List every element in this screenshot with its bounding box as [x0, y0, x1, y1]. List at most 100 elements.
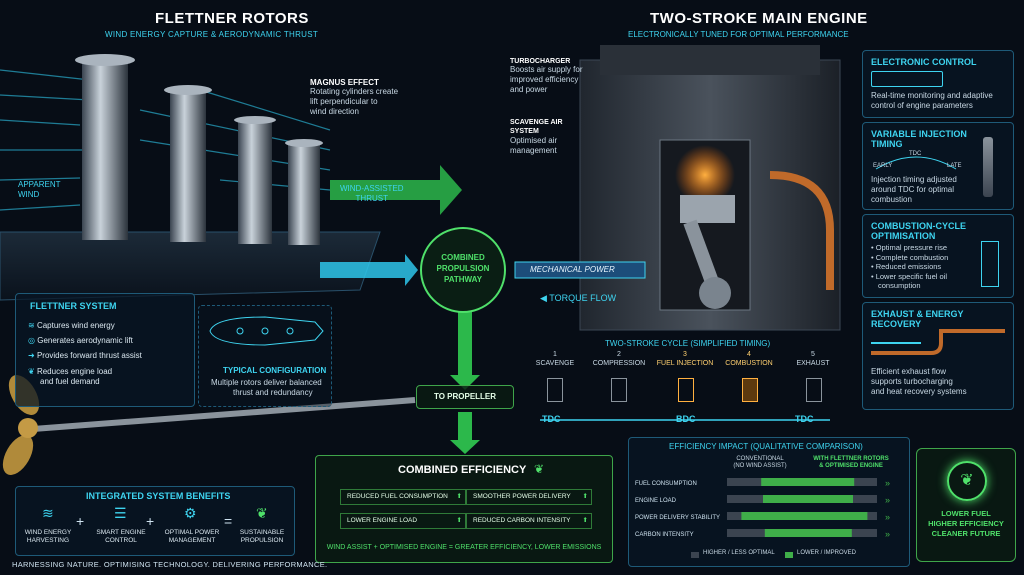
flettner-rotors	[75, 54, 323, 245]
pathway-line-1: COMBINED	[441, 253, 485, 262]
bdc-label: BDC	[676, 414, 696, 424]
step-label: EXHAUST	[796, 360, 830, 367]
ship-outline-icon	[209, 316, 324, 346]
combustion-item-3: Reduced emissions	[875, 262, 942, 271]
piston-icon	[742, 378, 758, 402]
combined-title: COMBINED EFFICIENCY	[398, 464, 527, 476]
apparent-wind-line-2: WIND	[18, 190, 40, 199]
wind-icon: ≋	[28, 321, 35, 330]
display-icon	[871, 71, 943, 87]
benefits-panel: INTEGRATED SYSTEM BENEFITS ≋ ☰ ⚙ ❦ + + =…	[15, 486, 295, 556]
injection-timing-panel: VARIABLE INJECTION TIMING EARLY TDC LATE…	[862, 122, 1014, 210]
apparent-wind-label: APPARENT WIND	[18, 180, 61, 200]
step-number: 1	[553, 351, 557, 358]
early-label: EARLY	[873, 163, 893, 169]
flettner-item-1: Captures wind energy	[36, 321, 115, 330]
legend-lower: LOWER / IMPROVED	[797, 550, 857, 556]
category-label: FUEL CONSUMPTION	[635, 481, 697, 487]
exhaust-line-1: Efficient exhaust flow	[871, 367, 947, 376]
step-number: 4	[747, 351, 751, 358]
right-subtitle: ELECTRONICALLY TUNED FOR OPTIMAL PERFORM…	[628, 30, 849, 39]
piston-icon	[611, 378, 627, 402]
chevron-right-icon: »	[885, 529, 890, 539]
tdc-label: TDC	[909, 151, 922, 157]
wind-icon: ≋	[42, 505, 54, 521]
col2-line-1: WITH FLETTNER ROTORS	[813, 456, 889, 462]
legend-swatch-higher	[691, 552, 699, 558]
exhaust-title: EXHAUST & ENERGY RECOVERY	[871, 309, 964, 329]
step-number: 3	[683, 351, 687, 358]
combustion-item-2: Complete combustion	[875, 252, 949, 262]
bar-improved	[761, 478, 855, 486]
magnus-line-3: wind direction	[310, 107, 359, 116]
down-arrow-propeller	[450, 300, 480, 390]
to-propeller-label: TO PROPELLER	[433, 392, 497, 401]
up-arrow-icon: ⬆	[582, 493, 588, 500]
torque-flow-label: ◀ TORQUE FLOW	[540, 293, 616, 304]
scav-line-1: Optimised air	[510, 136, 558, 145]
leaf-icon: ❦	[534, 462, 545, 476]
plus-sign: +	[76, 513, 85, 529]
impact-title: EFFICIENCY IMPACT (QUALITATIVE COMPARISO…	[669, 442, 863, 451]
turbo-line-1: Boosts air supply for	[510, 65, 583, 74]
exhaust-line-2: supports turbocharging	[871, 377, 953, 386]
leaf-icon: ❦	[28, 367, 35, 376]
typical-line-1: Multiple rotors deliver balanced	[211, 378, 322, 387]
magnus-line-2: lift perpendicular to	[310, 97, 378, 106]
scav-line-2: management	[510, 146, 557, 155]
combined-item: SMOOTHER POWER DELIVERY ⬆	[466, 489, 592, 505]
col1-line-2: (NO WIND ASSIST)	[733, 463, 787, 469]
list-item: ≋ Captures wind energy	[28, 318, 142, 333]
combustion-item-5: consumption	[878, 281, 921, 290]
chevron-right-icon: »	[885, 512, 890, 522]
category-label: ENGINE LOAD	[635, 498, 677, 504]
lift-icon: ◎	[28, 336, 35, 345]
to-propeller-box: TO PROPELLER	[416, 385, 514, 409]
list-item: • Reduced emissions	[871, 262, 942, 271]
electronic-title: ELECTRONIC CONTROL	[871, 57, 977, 67]
up-arrow-icon: ⬆	[456, 493, 462, 500]
turbo-line-2: improved efficiency	[510, 75, 579, 84]
col1-line-1: CONVENTIONAL	[736, 456, 784, 462]
combined-item: LOWER ENGINE LOAD⬆	[340, 513, 466, 529]
left-subtitle: WIND ENERGY CAPTURE & AERODYNAMIC THRUST	[105, 30, 319, 39]
exhaust-panel: EXHAUST & ENERGY RECOVERY Efficient exha…	[862, 302, 1014, 410]
injection-line-3: combustion	[871, 195, 912, 204]
combustion-item-1: Optimal pressure rise	[875, 243, 947, 252]
combined-item-3: LOWER ENGINE LOAD	[347, 517, 418, 524]
wind-thrust-line-2: THRUST	[355, 194, 388, 203]
leaf-icon: ❦	[947, 461, 987, 501]
combined-item-2: SMOOTHER POWER DELIVERY	[473, 493, 571, 500]
magnus-label: MAGNUS EFFECT Rotating cylinders create …	[310, 78, 398, 117]
flettner-item-3: Provides forward thrust assist	[36, 351, 142, 360]
impact-col-conventional: CONVENTIONAL(NO WIND ASSIST)	[725, 456, 795, 470]
combined-item: REDUCED CARBON INTENSITY⬆	[466, 513, 592, 529]
typical-line-2: thrust and redundancy	[233, 388, 313, 397]
plus-sign: +	[146, 513, 155, 529]
flettner-system-list: ≋ Captures wind energy ◎ Generates aerod…	[28, 318, 142, 387]
step-label: COMBUSTION	[725, 360, 773, 367]
exhaust-pipe-icon	[871, 329, 1005, 355]
benefit-1-line-2: HARVESTING	[26, 537, 70, 544]
flettner-system-title: FLETTNER SYSTEM	[30, 301, 117, 311]
impact-col-improved: WITH FLETTNER ROTORS& OPTIMISED ENGINE	[801, 456, 901, 470]
efficiency-impact-panel: EFFICIENCY IMPACT (QUALITATIVE COMPARISO…	[628, 437, 910, 567]
torque-arrow-icon: ◀	[540, 293, 550, 303]
combined-item-1: REDUCED FUEL CONSUMPTION	[347, 493, 448, 500]
injection-title-2: TIMING	[871, 139, 903, 149]
benefit-3-line-1: OPTIMAL POWER	[164, 529, 220, 536]
pathway-line-2: PROPULSION	[436, 264, 490, 273]
turbo-line-3: and power	[510, 85, 548, 94]
tagline: HARNESSING NATURE. OPTIMISING TECHNOLOGY…	[12, 560, 328, 569]
impact-chart: FUEL CONSUMPTION»ENGINE LOAD»POWER DELIV…	[635, 478, 890, 539]
badge-text: LOWER FUEL HIGHER EFFICIENCY CLEANER FUT…	[917, 509, 1015, 539]
bar-improved	[763, 495, 853, 503]
timing-arc-icon	[875, 156, 957, 170]
list-item: ➜ Provides forward thrust assist	[28, 348, 142, 363]
engine-block	[579, 45, 841, 331]
combustion-title-2: OPTIMISATION	[871, 231, 936, 241]
